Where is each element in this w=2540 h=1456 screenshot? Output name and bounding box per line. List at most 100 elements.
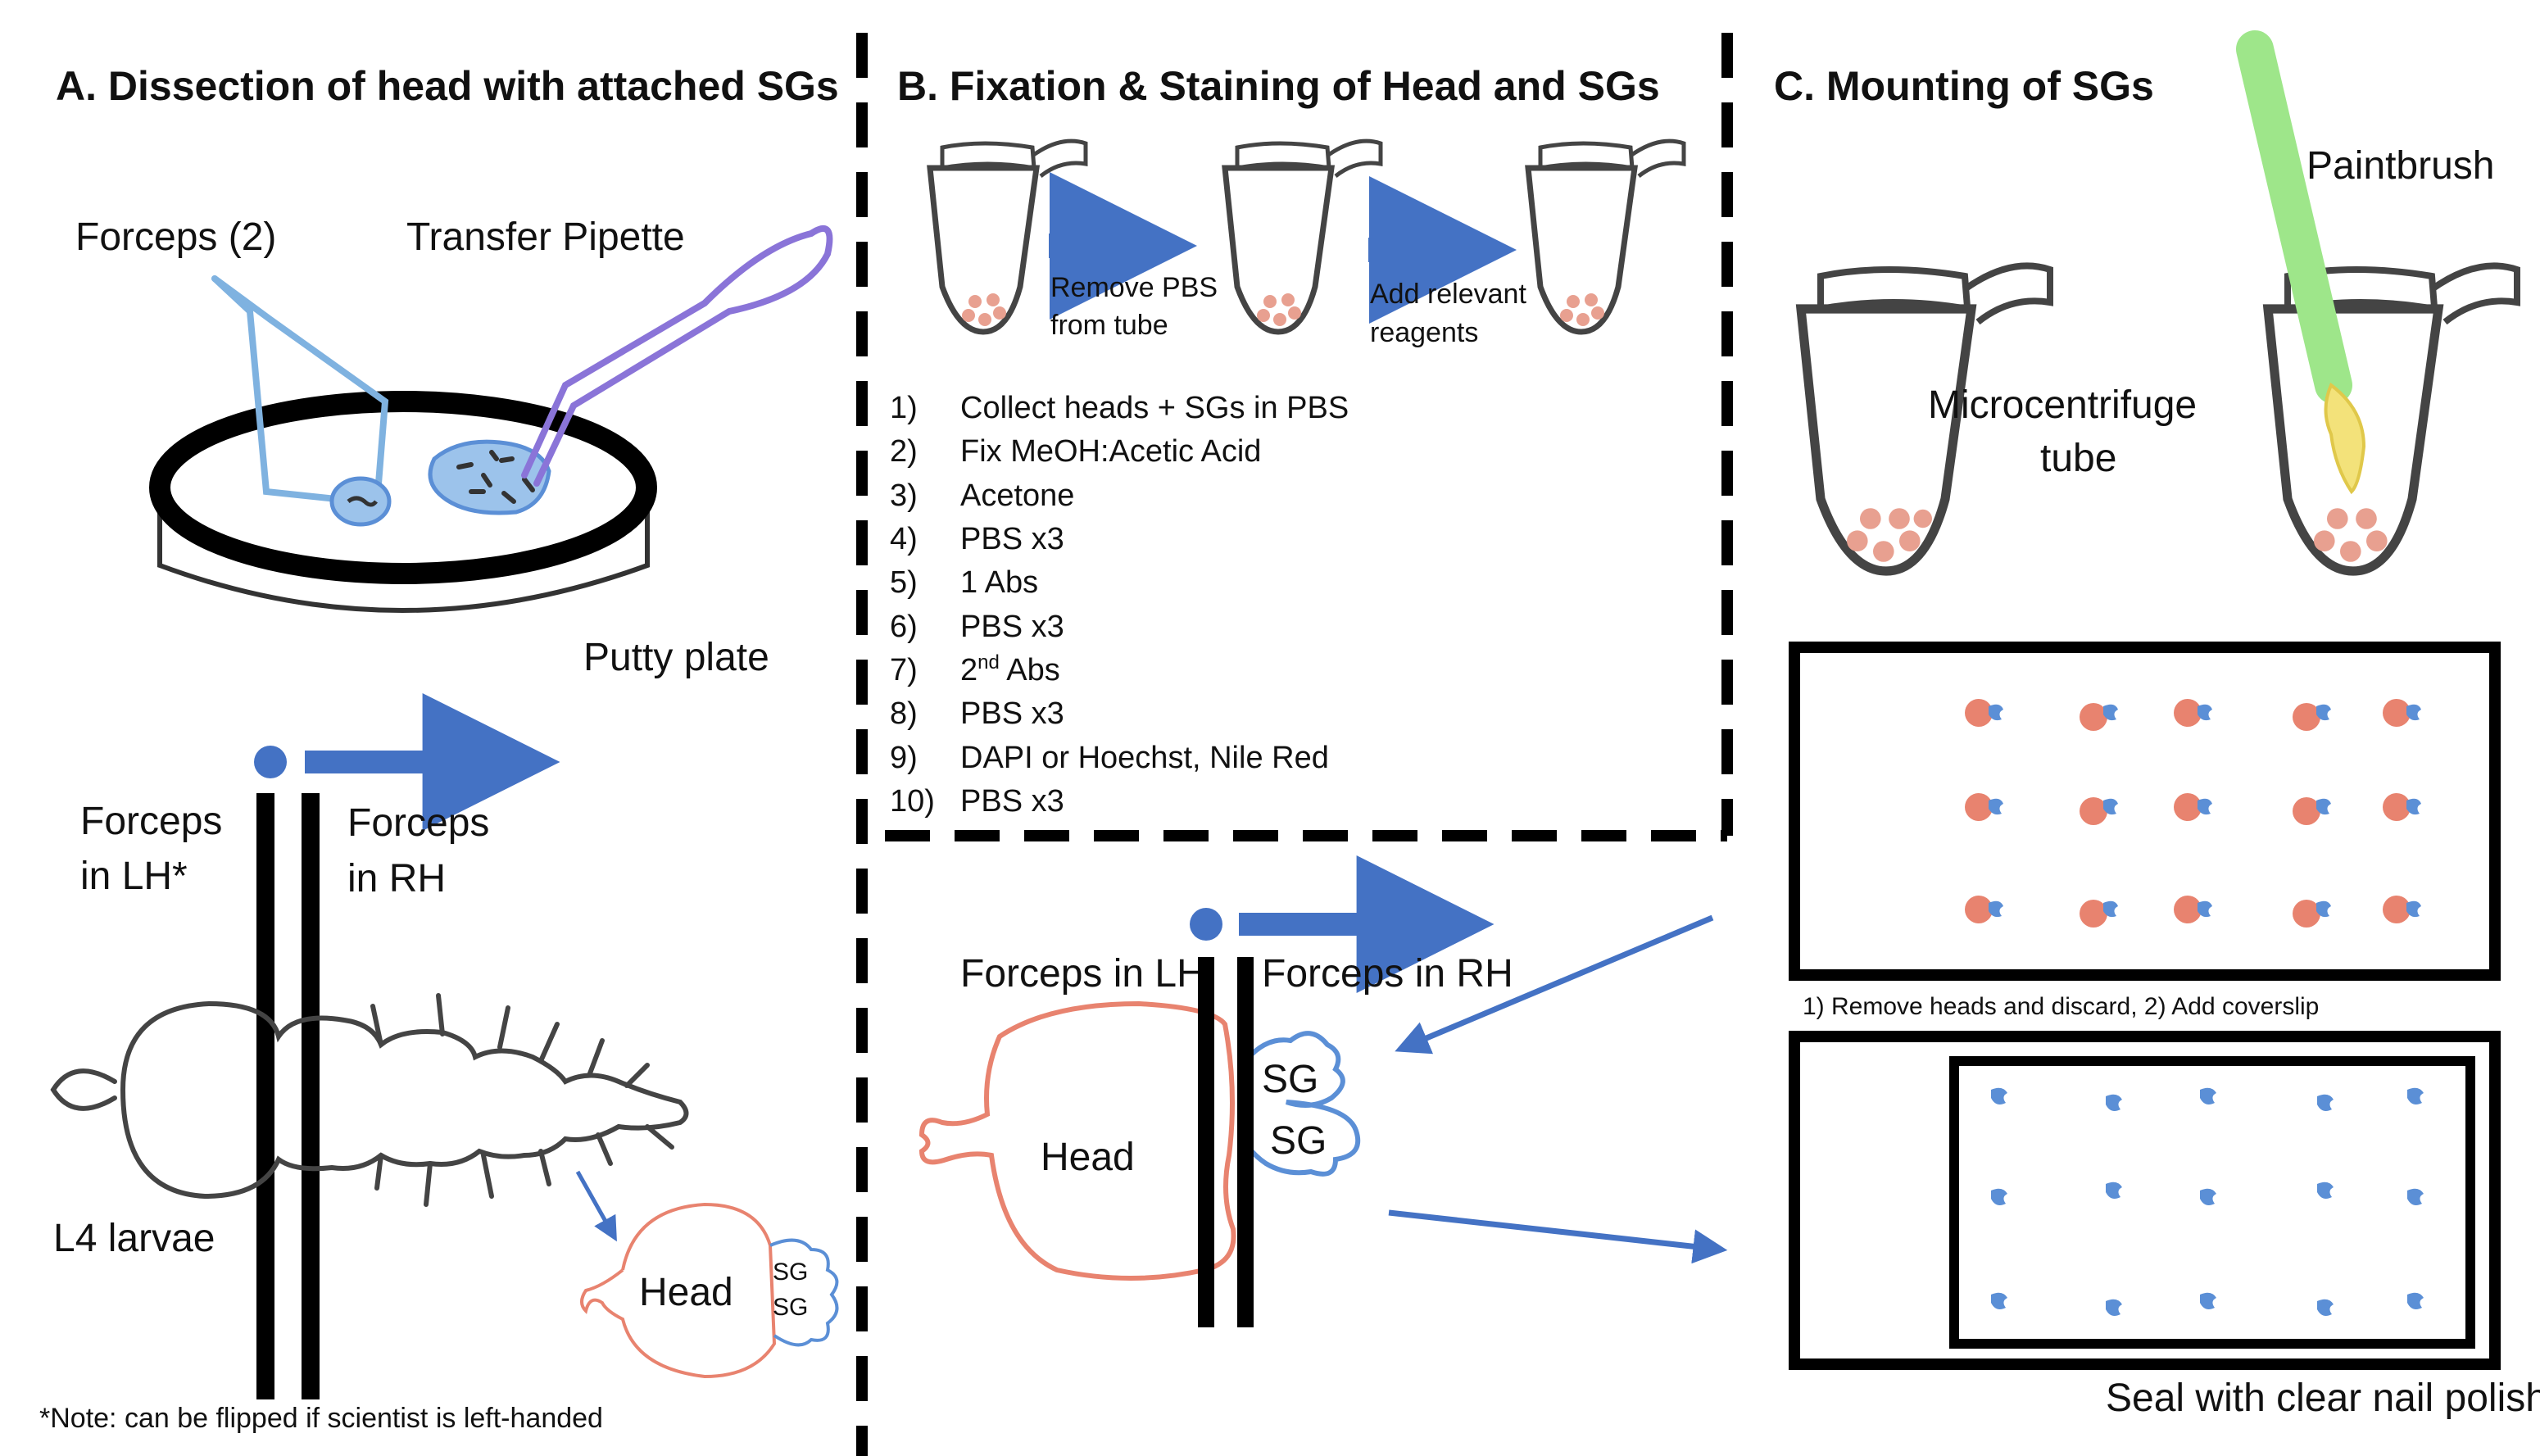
head-specimen xyxy=(2293,900,2320,928)
larva-drawing xyxy=(50,993,689,1207)
sg-specimen xyxy=(2317,1182,2334,1199)
sg-specimen xyxy=(2407,1087,2424,1104)
sg-specimen xyxy=(2316,798,2331,815)
arrow-to-slide-1 xyxy=(1395,914,1714,1055)
head-specimen xyxy=(2293,703,2320,731)
large-sg-label-1: SG xyxy=(1262,1058,1318,1101)
sg-specimen xyxy=(2198,798,2212,815)
step-num: 4) xyxy=(890,522,918,556)
sg-specimen xyxy=(2103,900,2118,918)
sg-specimen xyxy=(2103,798,2118,815)
forceps-bar-right-b xyxy=(1237,957,1254,1327)
small-sg-label-1: SG xyxy=(773,1259,808,1286)
step-num: 2) xyxy=(890,434,918,469)
slide-with-sgs xyxy=(1789,1031,2501,1370)
forceps-rh-label-2: in RH xyxy=(347,857,446,900)
forceps-lh-label-2: in LH* xyxy=(80,855,188,898)
arrow-to-slide-2 xyxy=(1388,1209,1728,1264)
head-specimen xyxy=(2174,699,2202,727)
sg-specimen xyxy=(2200,1188,2216,1205)
putty-plate-label: Putty plate xyxy=(583,636,769,679)
coverslip-instructions: 1) Remove heads and discard, 2) Add cove… xyxy=(1803,993,2319,1020)
forceps-rh-label-b: Forceps in RH xyxy=(1262,952,1513,996)
add-reagents-label-1: Add relevant xyxy=(1370,279,1526,310)
sg-specimen xyxy=(2317,1299,2334,1316)
step-text: DAPI or Hoechst, Nile Red xyxy=(960,741,1329,775)
tube-label-2: tube xyxy=(2040,437,2116,480)
head-blob-small xyxy=(329,476,392,527)
large-head-drawing xyxy=(918,1000,1361,1281)
sg-specimen xyxy=(2406,900,2421,918)
sg-specimen xyxy=(2200,1292,2216,1309)
panel-c-heading: C. Mounting of SGs xyxy=(1774,63,2154,109)
tube-full-icon xyxy=(930,141,1086,332)
slide-with-heads xyxy=(1789,642,2501,981)
step-text: PBS x3 xyxy=(960,696,1064,731)
sg-specimen xyxy=(1991,1087,2007,1104)
forceps-bar-right xyxy=(302,793,320,1399)
large-head-label: Head xyxy=(1041,1136,1135,1179)
head-sg-specimens xyxy=(1965,699,2421,928)
head-specimen xyxy=(1965,793,1993,821)
step-text: Acetone xyxy=(960,479,1074,513)
forceps-tip-dot-b xyxy=(1190,908,1222,941)
large-sg-label-2: SG xyxy=(1270,1119,1327,1163)
step-num: 10) xyxy=(890,784,935,819)
add-reagents-label-2: reagents xyxy=(1370,317,1478,348)
sg-specimen xyxy=(2200,1087,2216,1104)
microcentrifuge-tube-icon xyxy=(1801,265,2050,571)
sg-specimen xyxy=(2106,1094,2122,1111)
sg-specimen xyxy=(1989,798,2003,815)
step-text-base: 2 xyxy=(960,653,977,687)
small-head-arrow xyxy=(575,1170,617,1242)
pipette-label: Transfer Pipette xyxy=(406,215,685,259)
forceps-bar-left xyxy=(256,793,274,1399)
forceps-icon xyxy=(211,275,389,503)
head-specimen xyxy=(1965,699,1993,727)
head-specimen xyxy=(2080,797,2107,825)
tube-empty-icon xyxy=(1225,141,1381,332)
sg-specimen xyxy=(2316,900,2331,918)
forceps-label: Forceps (2) xyxy=(75,215,276,259)
sg-specimen xyxy=(1991,1188,2007,1205)
sg-specimen xyxy=(1989,900,2003,918)
step-text: PBS x3 xyxy=(960,522,1064,556)
panel-a-heading: A. Dissection of head with attached SGs xyxy=(56,63,839,109)
step-text: PBS x3 xyxy=(960,784,1064,819)
forceps-rh-label-1: Forceps xyxy=(347,801,489,845)
sg-specimen xyxy=(2406,798,2421,815)
head-specimen xyxy=(2383,793,2411,821)
sg-specimen xyxy=(2407,1292,2424,1309)
head-specimen xyxy=(2174,793,2202,821)
seal-label: Seal with clear nail polish xyxy=(2106,1377,2540,1420)
sg-specimens xyxy=(1991,1087,2424,1316)
coverslip xyxy=(1949,1056,2475,1349)
tube-label-1: Microcentrifuge xyxy=(1928,383,2197,427)
forceps-bar-left-b xyxy=(1198,957,1214,1327)
paintbrush-icon xyxy=(2236,30,2366,495)
head-specimen xyxy=(2293,797,2320,825)
sg-specimen xyxy=(2198,900,2212,918)
sg-specimen xyxy=(2407,1188,2424,1205)
step-num: 6) xyxy=(890,610,918,644)
step-text: Collect heads + SGs in PBS xyxy=(960,391,1349,425)
remove-pbs-label-2: from tube xyxy=(1050,310,1168,341)
small-head-label: Head xyxy=(639,1271,733,1314)
small-sg-label-2: SG xyxy=(773,1294,808,1321)
step-text: PBS x3 xyxy=(960,610,1064,644)
head-specimen xyxy=(2080,900,2107,928)
forceps-lh-label-1: Forceps xyxy=(80,800,222,843)
protocol-steps: 1) Collect heads + SGs in PBS 2) Fix MeO… xyxy=(890,391,1349,819)
sg-specimen xyxy=(1989,704,2003,721)
remove-pbs-label-1: Remove PBS xyxy=(1050,272,1218,303)
pipette-icon xyxy=(521,225,833,487)
sg-specimen xyxy=(2317,1094,2334,1111)
head-blob-cluster xyxy=(428,439,551,515)
sg-specimen xyxy=(2406,704,2421,721)
step-num: 9) xyxy=(890,741,918,775)
handedness-note: *Note: can be flipped if scientist is le… xyxy=(39,1403,603,1434)
forceps-lh-label-b: Forceps in LH xyxy=(960,952,1205,996)
step-num: 3) xyxy=(890,479,918,513)
step-text-tail: Abs xyxy=(1000,653,1060,687)
